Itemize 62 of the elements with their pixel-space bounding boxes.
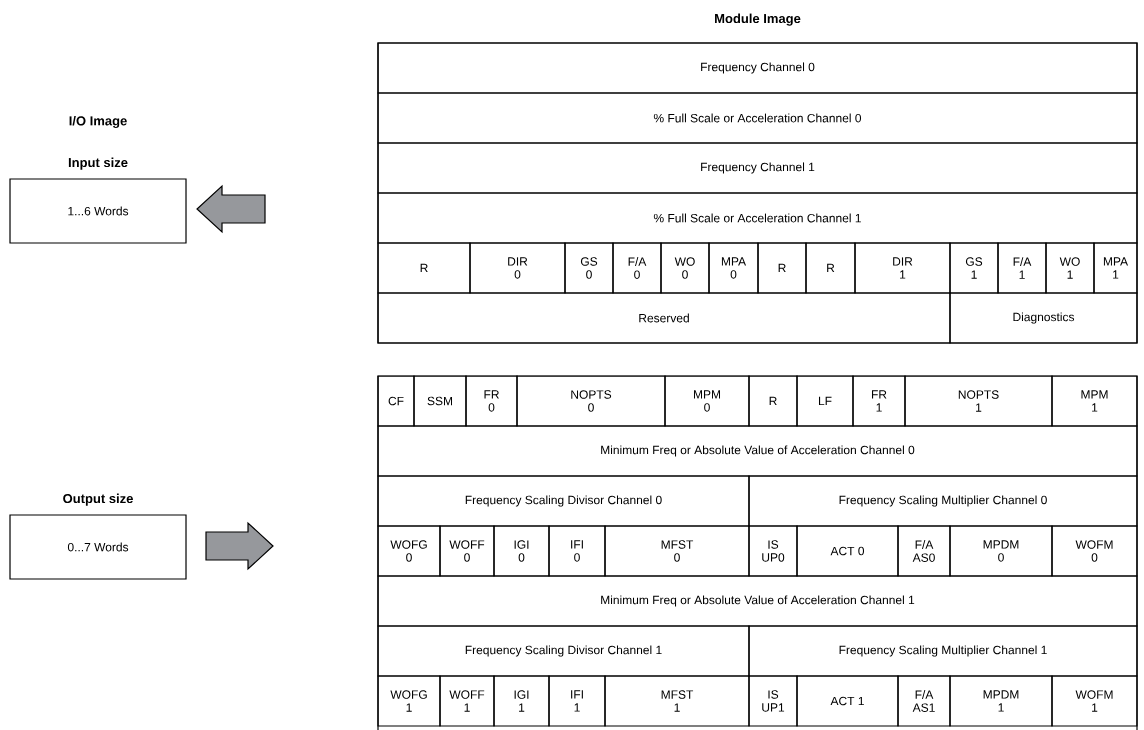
table-cell: GS 1 — [949, 242, 999, 294]
table-cell: IS UP1 — [748, 675, 798, 727]
size-box: 0...7 Words — [9, 514, 187, 580]
table-cell: IS UP0 — [748, 525, 798, 577]
table-cell: LF — [796, 375, 854, 427]
table-cell: WOFF 1 — [439, 675, 495, 727]
table-cell: DIR 1 — [854, 242, 951, 294]
table-cell: FR 1 — [852, 375, 906, 427]
table-cell: % Full Scale or Acceleration Channel 1 — [377, 192, 1138, 244]
table-cell: R — [748, 375, 798, 427]
table-cell: Frequency Scaling Multiplier Channel 0 — [748, 475, 1138, 527]
table-cell: WO 1 — [1045, 242, 1095, 294]
table-cell: MPDM 0 — [949, 525, 1053, 577]
table-cell: ACT 0 — [796, 525, 899, 577]
table-cell: MFST 0 — [604, 525, 750, 577]
table-cell: IGI 1 — [493, 675, 550, 727]
table-cell: MPA 0 — [708, 242, 759, 294]
table-cell: MPDM 1 — [949, 675, 1053, 727]
table-cell: R — [805, 242, 856, 294]
table-cell: F/A 1 — [997, 242, 1047, 294]
heading: Input size — [68, 157, 128, 170]
table-cell: F/A AS0 — [897, 525, 951, 577]
table-cell: Frequency Scaling Divisor Channel 1 — [377, 625, 750, 677]
heading: Output size — [63, 493, 133, 506]
table-cell: IGI 0 — [493, 525, 550, 577]
table-cell: WOFM 0 — [1051, 525, 1138, 577]
table-cell: SSM — [413, 375, 467, 427]
heading: I/O Image — [69, 115, 127, 129]
table-cell: WOFG 1 — [377, 675, 441, 727]
table-cell: WO 0 — [660, 242, 710, 294]
table-cell: NOPTS 1 — [904, 375, 1053, 427]
table-cell: % Full Scale or Acceleration Channel 0 — [377, 92, 1138, 144]
table-cell: Minimum Freq or Absolute Value of Acceleration Channel 1 — [377, 575, 1138, 627]
table-cell: NOPTS 0 — [516, 375, 666, 427]
table-cell: FR 0 — [465, 375, 518, 427]
table-cell: Reserved — [377, 292, 951, 344]
table-cell: WOFG 0 — [377, 525, 441, 577]
table-cell: Diagnostics — [949, 292, 1138, 344]
label: Frequency Channel 0 — [701, 62, 815, 74]
table-cell: MPA 1 — [1093, 242, 1138, 294]
table-cell: MPM 0 — [664, 375, 750, 427]
table-cell: ACT 1 — [796, 675, 899, 727]
table-cell: MFST 1 — [604, 675, 750, 727]
table-cell: WOFM 1 — [1051, 675, 1138, 727]
table-cell: Frequency Channel 1 — [377, 142, 1138, 194]
table-cell: IFI 0 — [548, 525, 606, 577]
label: CF — [388, 396, 404, 406]
table-cell: Frequency Scaling Divisor Channel 0 — [377, 475, 750, 527]
table-cell: GS 0 — [564, 242, 614, 294]
table-cell: F/A 0 — [612, 242, 662, 294]
table-cell: MPM 1 — [1051, 375, 1138, 427]
table-cell: Minimum Freq or Absolute Value of Acceleration Channel 0 — [377, 425, 1138, 477]
table-cell: DIR 0 — [469, 242, 566, 294]
table-cell: F/A AS1 — [897, 675, 951, 727]
table-cell: WOFF 0 — [439, 525, 495, 577]
size-box: 1...6 Words — [9, 178, 187, 244]
table-cell: Frequency Scaling Multiplier Channel 1 — [748, 625, 1138, 677]
heading: Module Image — [715, 13, 801, 26]
table-cell: R — [377, 242, 471, 294]
table-cell: R — [757, 242, 807, 294]
register-table — [377, 375, 1138, 730]
table-cell: IFI 1 — [548, 675, 606, 727]
